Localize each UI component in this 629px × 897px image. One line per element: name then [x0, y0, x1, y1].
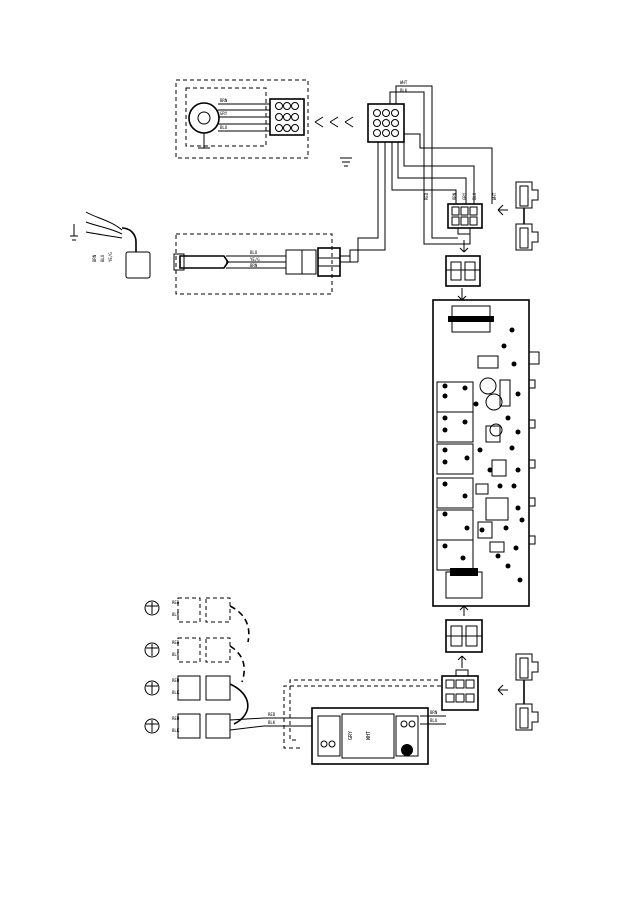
wire-label: WHT — [492, 192, 497, 200]
lamp-3: RED BLK — [144, 675, 249, 725]
driver-label: GRY — [348, 731, 354, 740]
motor-wire-label: BRN — [220, 98, 228, 103]
wire-label: RED — [268, 712, 276, 717]
lamp-wire-label: RED — [172, 716, 180, 721]
lamp-2: RED BLK — [144, 637, 245, 683]
lamp-wire-label: RED — [172, 600, 180, 605]
power-input: BRN BLU YE/G — [70, 211, 151, 279]
relay-connector: RED BRN GRY BLU WHT — [423, 192, 508, 253]
motor-wire-label: GRY — [220, 111, 228, 116]
connector-clip-top — [515, 181, 539, 251]
wire-label: BLU — [430, 718, 438, 723]
filter-box: BLU YE/G BRN — [173, 233, 358, 295]
lamp-wire-label: BLK — [172, 652, 180, 657]
lamp-wire-label: BLK — [172, 612, 180, 617]
wire-label: BLK — [268, 720, 276, 725]
wire-label: BLK — [400, 88, 408, 93]
lamp-4: RED BLK — [144, 713, 265, 739]
lamp-wire-label: BLK — [172, 690, 180, 695]
lamp-wire-label: BLK — [172, 728, 180, 733]
pcb-top-plug — [445, 255, 481, 301]
motor-wire-label: BLU — [220, 125, 228, 130]
lamp-wire-label: RED — [172, 678, 180, 683]
filter-wire-label: BRN — [250, 263, 258, 268]
wire-label: WHT — [400, 80, 408, 85]
cord-label: BLU — [100, 254, 105, 262]
wire-label: GRY — [462, 192, 467, 200]
pcb-solder-pads — [442, 327, 525, 583]
motor-connector: WHT BLK — [367, 80, 433, 222]
cord-label: YE/G — [108, 252, 113, 262]
pcb-bottom-plug — [445, 619, 483, 668]
motor-terminal-block — [275, 102, 299, 132]
main-pcb — [432, 299, 540, 616]
wire-label: BLU — [472, 192, 477, 200]
filter-wire-label: BLU — [250, 250, 258, 255]
wire-label: BRN — [452, 192, 457, 200]
filter-wire-label: YE/G — [250, 257, 260, 262]
wire-label: RED — [424, 192, 429, 200]
light-connector — [441, 669, 479, 711]
connector-clip-bottom — [497, 653, 539, 731]
led-driver: GRY WHT — [311, 707, 429, 765]
motor-unit: BRN GRY BLU — [175, 79, 354, 159]
cord-label: BRN — [92, 254, 97, 262]
lamp-1: RED BLK — [144, 597, 250, 643]
wire-label: BRN — [430, 710, 438, 715]
lamp-wire-label: RED — [172, 640, 180, 645]
driver-label: WHT — [366, 731, 372, 740]
